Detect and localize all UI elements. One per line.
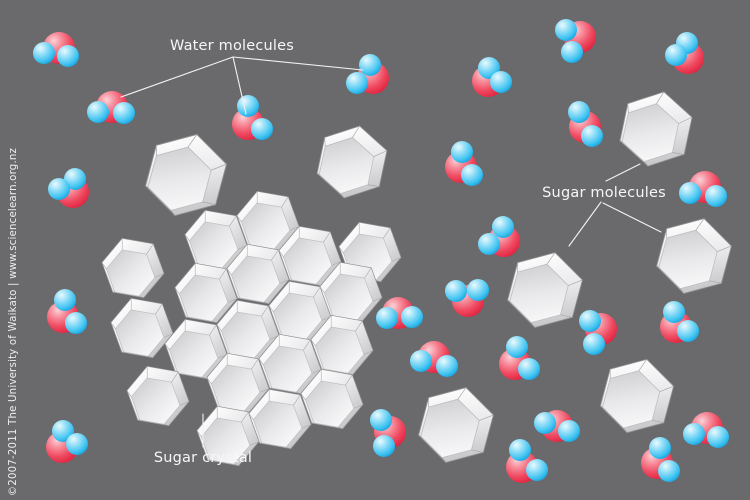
- water-molecule: [534, 410, 580, 442]
- hydrogen-atom: [555, 19, 577, 41]
- hydrogen-atom: [561, 41, 583, 63]
- hydrogen-atom: [526, 459, 548, 481]
- hydrogen-atom: [376, 307, 398, 329]
- hydrogen-atom: [677, 320, 699, 342]
- water-callout-lines: [120, 56, 364, 115]
- hydrogen-atom: [583, 333, 605, 355]
- hydrogen-atom: [461, 164, 483, 186]
- hydrogen-atom: [705, 185, 727, 207]
- water-molecule: [410, 341, 458, 377]
- hydrogen-atom: [33, 42, 55, 64]
- hydrogen-atom: [581, 125, 603, 147]
- water-molecule: [232, 95, 273, 140]
- hydrogen-atom: [346, 72, 368, 94]
- hydrogen-atom: [65, 312, 87, 334]
- sugar-crystal-label: Sugar crystal: [154, 450, 252, 466]
- hydrogen-atom: [658, 460, 680, 482]
- water-molecule: [48, 168, 89, 208]
- hydrogen-atom: [663, 301, 685, 323]
- callout-line: [120, 56, 234, 98]
- hydrogen-atom: [87, 101, 109, 123]
- sugar-callout-lines: [568, 163, 662, 247]
- water-molecule: [33, 32, 79, 67]
- callout-line: [232, 56, 364, 71]
- water-molecule: [679, 171, 727, 207]
- hydrogen-atom: [370, 409, 392, 431]
- hydrogen-atom: [373, 435, 395, 457]
- water-molecule: [579, 310, 617, 355]
- water-molecule: [641, 437, 680, 482]
- callout-line: [602, 202, 662, 233]
- hydrogen-atom: [64, 168, 86, 190]
- water-molecule: [46, 420, 88, 463]
- water-molecule: [445, 141, 483, 186]
- hydrogen-atom: [707, 426, 729, 448]
- hydrogen-atom: [451, 141, 473, 163]
- water-molecule: [555, 19, 596, 63]
- hydrogen-atom: [359, 54, 381, 76]
- water-molecule: [683, 412, 729, 448]
- callout-line: [568, 201, 602, 247]
- hydrogen-atom: [66, 433, 88, 455]
- copyright-credit-text: ©2007-2011 The University of Waikato | w…: [8, 148, 19, 496]
- callout-line: [605, 163, 641, 182]
- hydrogen-atom: [478, 233, 500, 255]
- hydrogen-atom: [237, 95, 259, 117]
- hydrogen-atom: [57, 45, 79, 67]
- hydrogen-atom: [665, 44, 687, 66]
- water-molecule: [665, 32, 704, 74]
- hydrogen-atom: [579, 310, 601, 332]
- water-molecule: [478, 216, 520, 257]
- hydrogen-atom: [251, 118, 273, 140]
- annotations: Water molecules Sugar molecules Sugar cr…: [120, 38, 666, 466]
- water-molecule: [660, 301, 699, 343]
- hydrogen-atom: [518, 358, 540, 380]
- callout-line: [232, 56, 247, 115]
- water-molecules-label: Water molecules: [170, 38, 294, 54]
- hydrogen-atom: [490, 71, 512, 93]
- hydrogen-atom: [410, 350, 432, 372]
- hydrogen-atom: [534, 412, 556, 434]
- water-molecule: [47, 289, 87, 334]
- water-molecules-group: [33, 19, 729, 483]
- water-molecule: [499, 336, 540, 380]
- hydrogen-atom: [568, 101, 590, 123]
- hydrogen-atom: [509, 439, 531, 461]
- water-molecule: [376, 297, 423, 329]
- hydrogen-atom: [54, 289, 76, 311]
- hydrogen-atom: [683, 423, 705, 445]
- hydrogen-atom: [506, 336, 528, 358]
- hydrogen-atom: [401, 306, 423, 328]
- water-molecule: [506, 439, 548, 483]
- hydrogen-atom: [649, 437, 671, 459]
- water-molecule: [445, 279, 489, 317]
- hydrogen-atom: [467, 279, 489, 301]
- hydrogen-atom: [48, 178, 70, 200]
- water-molecule: [346, 54, 389, 94]
- hydrogen-atom: [445, 280, 467, 302]
- hydrogen-atom: [436, 355, 458, 377]
- water-molecule: [370, 409, 406, 457]
- hydrogen-atom: [113, 102, 135, 124]
- hydrogen-atom: [679, 182, 701, 204]
- hydrogen-atom: [52, 420, 74, 442]
- water-molecule: [87, 91, 135, 124]
- hydrogen-atom: [492, 216, 514, 238]
- sugar-molecules-label: Sugar molecules: [542, 185, 666, 201]
- water-molecule: [472, 57, 512, 97]
- hydrogen-atom: [558, 420, 580, 442]
- water-molecule: [568, 101, 603, 147]
